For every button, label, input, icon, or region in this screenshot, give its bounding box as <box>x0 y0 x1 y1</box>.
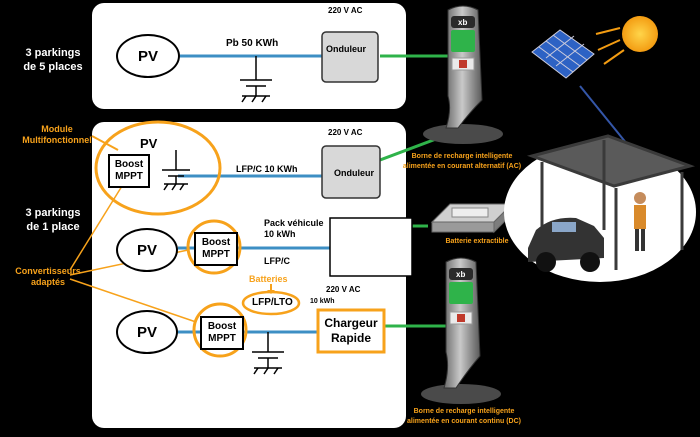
ac-label-row3: 220 V AC <box>326 285 361 294</box>
group-label-1-place: 3 parkings de 1 place <box>25 207 81 233</box>
battery-label-panel1: Pb 50 KWh <box>226 38 279 49</box>
charger-label: Chargeur Rapide <box>324 316 378 345</box>
pv-array-row3: PV <box>116 310 178 354</box>
batteries-label: Batteries <box>249 274 288 284</box>
boost-mppt-row1: Boost MPPT <box>108 154 150 188</box>
lto-label: LFP/LTO <box>252 297 293 308</box>
dc-kiosk <box>421 257 501 404</box>
carport-structure <box>526 134 696 270</box>
battery-symbol-row1 <box>162 150 190 191</box>
ac-kiosk <box>423 5 503 144</box>
sun-image <box>622 16 658 52</box>
group-label-5-places: 3 parkings de 5 places <box>23 47 83 73</box>
ac-station-label: Borne de recharge intelligente alimentée… <box>402 153 522 170</box>
converters-label: Convertisseurs adaptés <box>15 266 81 287</box>
pointer-conv-3 <box>69 185 123 271</box>
inverter-box-panel1 <box>321 31 379 83</box>
charger-box <box>316 308 386 354</box>
boost-mppt-row2: Boost MPPT <box>194 232 238 266</box>
kiosk-logo-ac: xb <box>458 18 468 27</box>
converter-circle-row3 <box>192 302 248 358</box>
kwh-label-row3: 10 kWh <box>310 298 335 305</box>
pv-label-row1: PV <box>140 136 158 151</box>
module-circle <box>94 120 222 216</box>
ac-label-row1: 220 V AC <box>328 128 363 137</box>
pack-label-row2: Pack véhicule 10 kWh <box>264 218 324 239</box>
inverter-label-row1: Onduleur <box>334 168 374 178</box>
inverter-label-panel1: Onduleur <box>326 44 366 54</box>
sun-rays <box>595 27 625 65</box>
pointer-conv-2 <box>69 278 197 323</box>
battery-symbol-row3 <box>252 332 284 375</box>
car-image <box>528 217 604 272</box>
extractable-battery-image <box>430 202 514 234</box>
inverter-box-row1 <box>321 145 381 199</box>
dc-station-label: Borne de recharge intelligente alimentée… <box>407 408 521 425</box>
module-label: Module Multifonctionnel <box>22 124 92 145</box>
pv-array-panel1: PV <box>116 34 180 78</box>
battery-symbol-panel1 <box>240 56 272 103</box>
person-image <box>634 192 646 251</box>
pv-array-row2: PV <box>116 228 178 272</box>
kiosk-logo-dc: xb <box>456 270 466 279</box>
ac-label-panel1: 220 V AC <box>328 6 363 15</box>
chem-label-row2: LFP/C <box>264 256 290 266</box>
converter-circle-row2 <box>186 219 242 275</box>
pack-box <box>329 217 413 277</box>
battery-label-row1: LFP/C 10 KWh <box>236 164 298 174</box>
battery-label: Batterie extractible <box>445 238 509 245</box>
pointer-module <box>91 135 119 151</box>
boost-mppt-row3: Boost MPPT <box>200 316 244 350</box>
